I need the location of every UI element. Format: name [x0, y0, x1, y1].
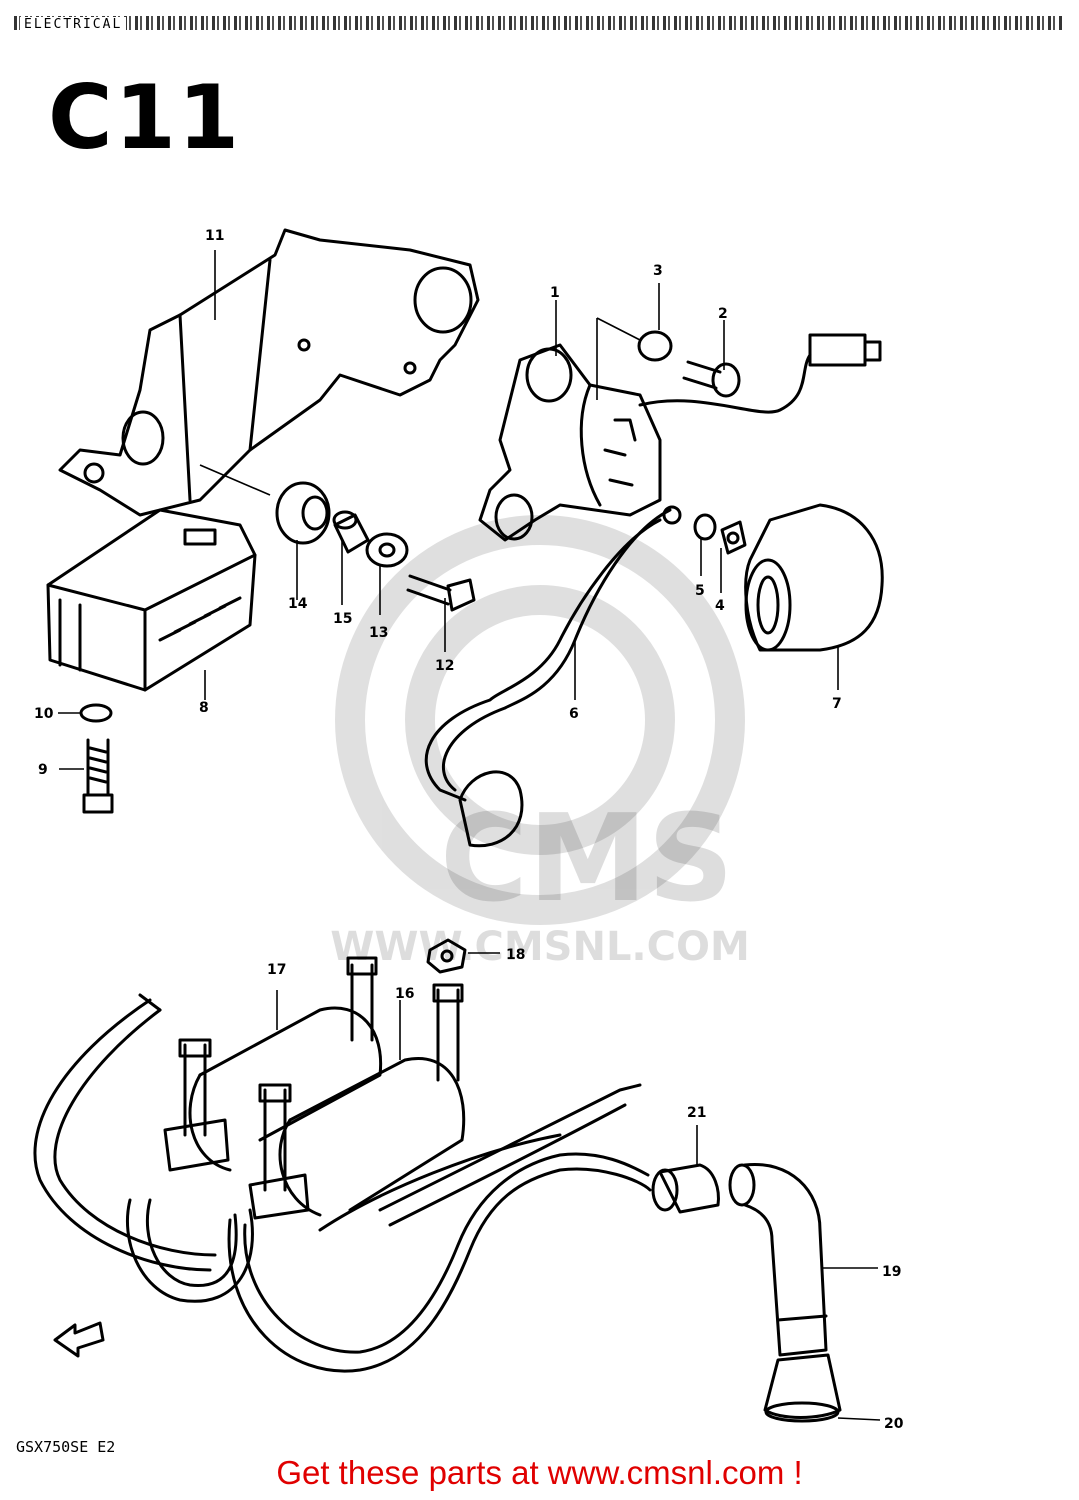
model-code: GSX750SE E2	[16, 1438, 116, 1456]
callout-10: 10	[34, 706, 54, 722]
cover-20	[763, 1353, 842, 1423]
ignition-leads	[33, 993, 652, 1373]
nut-18	[426, 938, 467, 974]
plug-cap-19	[728, 1162, 828, 1357]
callout-7: 7	[832, 696, 842, 712]
bolt-2	[682, 360, 741, 398]
callout-15: 15	[333, 611, 352, 627]
section-label: ELECTRICAL	[20, 17, 127, 32]
washer-3	[637, 330, 673, 362]
bolt-12	[406, 574, 476, 612]
washer-13	[365, 532, 409, 568]
front-arrow	[53, 1321, 105, 1358]
callout-18: 18	[506, 947, 525, 963]
callout-2: 2	[718, 306, 728, 322]
collar-15	[332, 510, 370, 554]
callout-14: 14	[288, 596, 308, 612]
grommet-14	[275, 481, 331, 545]
washer-5	[693, 513, 717, 541]
cap-7	[744, 503, 884, 652]
callout-12: 12	[435, 658, 454, 674]
starter-relay-1	[478, 343, 662, 542]
callout-8: 8	[199, 700, 209, 716]
footer-link-text[interactable]: Get these parts at www.cmsnl.com !	[276, 1454, 803, 1491]
header-band	[14, 16, 1064, 30]
seal-21	[651, 1163, 720, 1214]
bolt-9	[82, 738, 114, 814]
bracket-11	[58, 228, 480, 517]
lead-wire-6	[424, 505, 682, 848]
callout-labels: 1 2 3 4 5 6 7 8 9 10 11 12 13 14 15 16 1…	[34, 228, 904, 1432]
relay-lead	[638, 333, 882, 414]
callout-17: 17	[267, 962, 286, 978]
regulator-8	[46, 508, 257, 692]
callout-13: 13	[369, 625, 388, 641]
watermark-site: WWW.CMSNL.COM	[330, 924, 750, 970]
watermark-brand: CMS	[440, 790, 734, 929]
callout-5: 5	[695, 583, 705, 599]
ignition-coil-17	[163, 956, 383, 1172]
nut-4	[720, 520, 747, 555]
callout-16: 16	[395, 986, 414, 1002]
callout-6: 6	[569, 706, 579, 722]
callout-9: 9	[38, 762, 48, 778]
ignition-coil-16	[248, 983, 466, 1220]
leader-lines	[58, 250, 881, 1421]
callout-11: 11	[205, 228, 224, 244]
callout-20: 20	[884, 1416, 904, 1432]
callout-3: 3	[653, 263, 663, 279]
callout-21: 21	[687, 1105, 706, 1121]
callout-19: 19	[882, 1264, 901, 1280]
section-code: C11	[48, 66, 242, 169]
callout-1: 1	[550, 285, 560, 301]
washer-10	[79, 703, 113, 723]
callout-4: 4	[715, 598, 725, 614]
